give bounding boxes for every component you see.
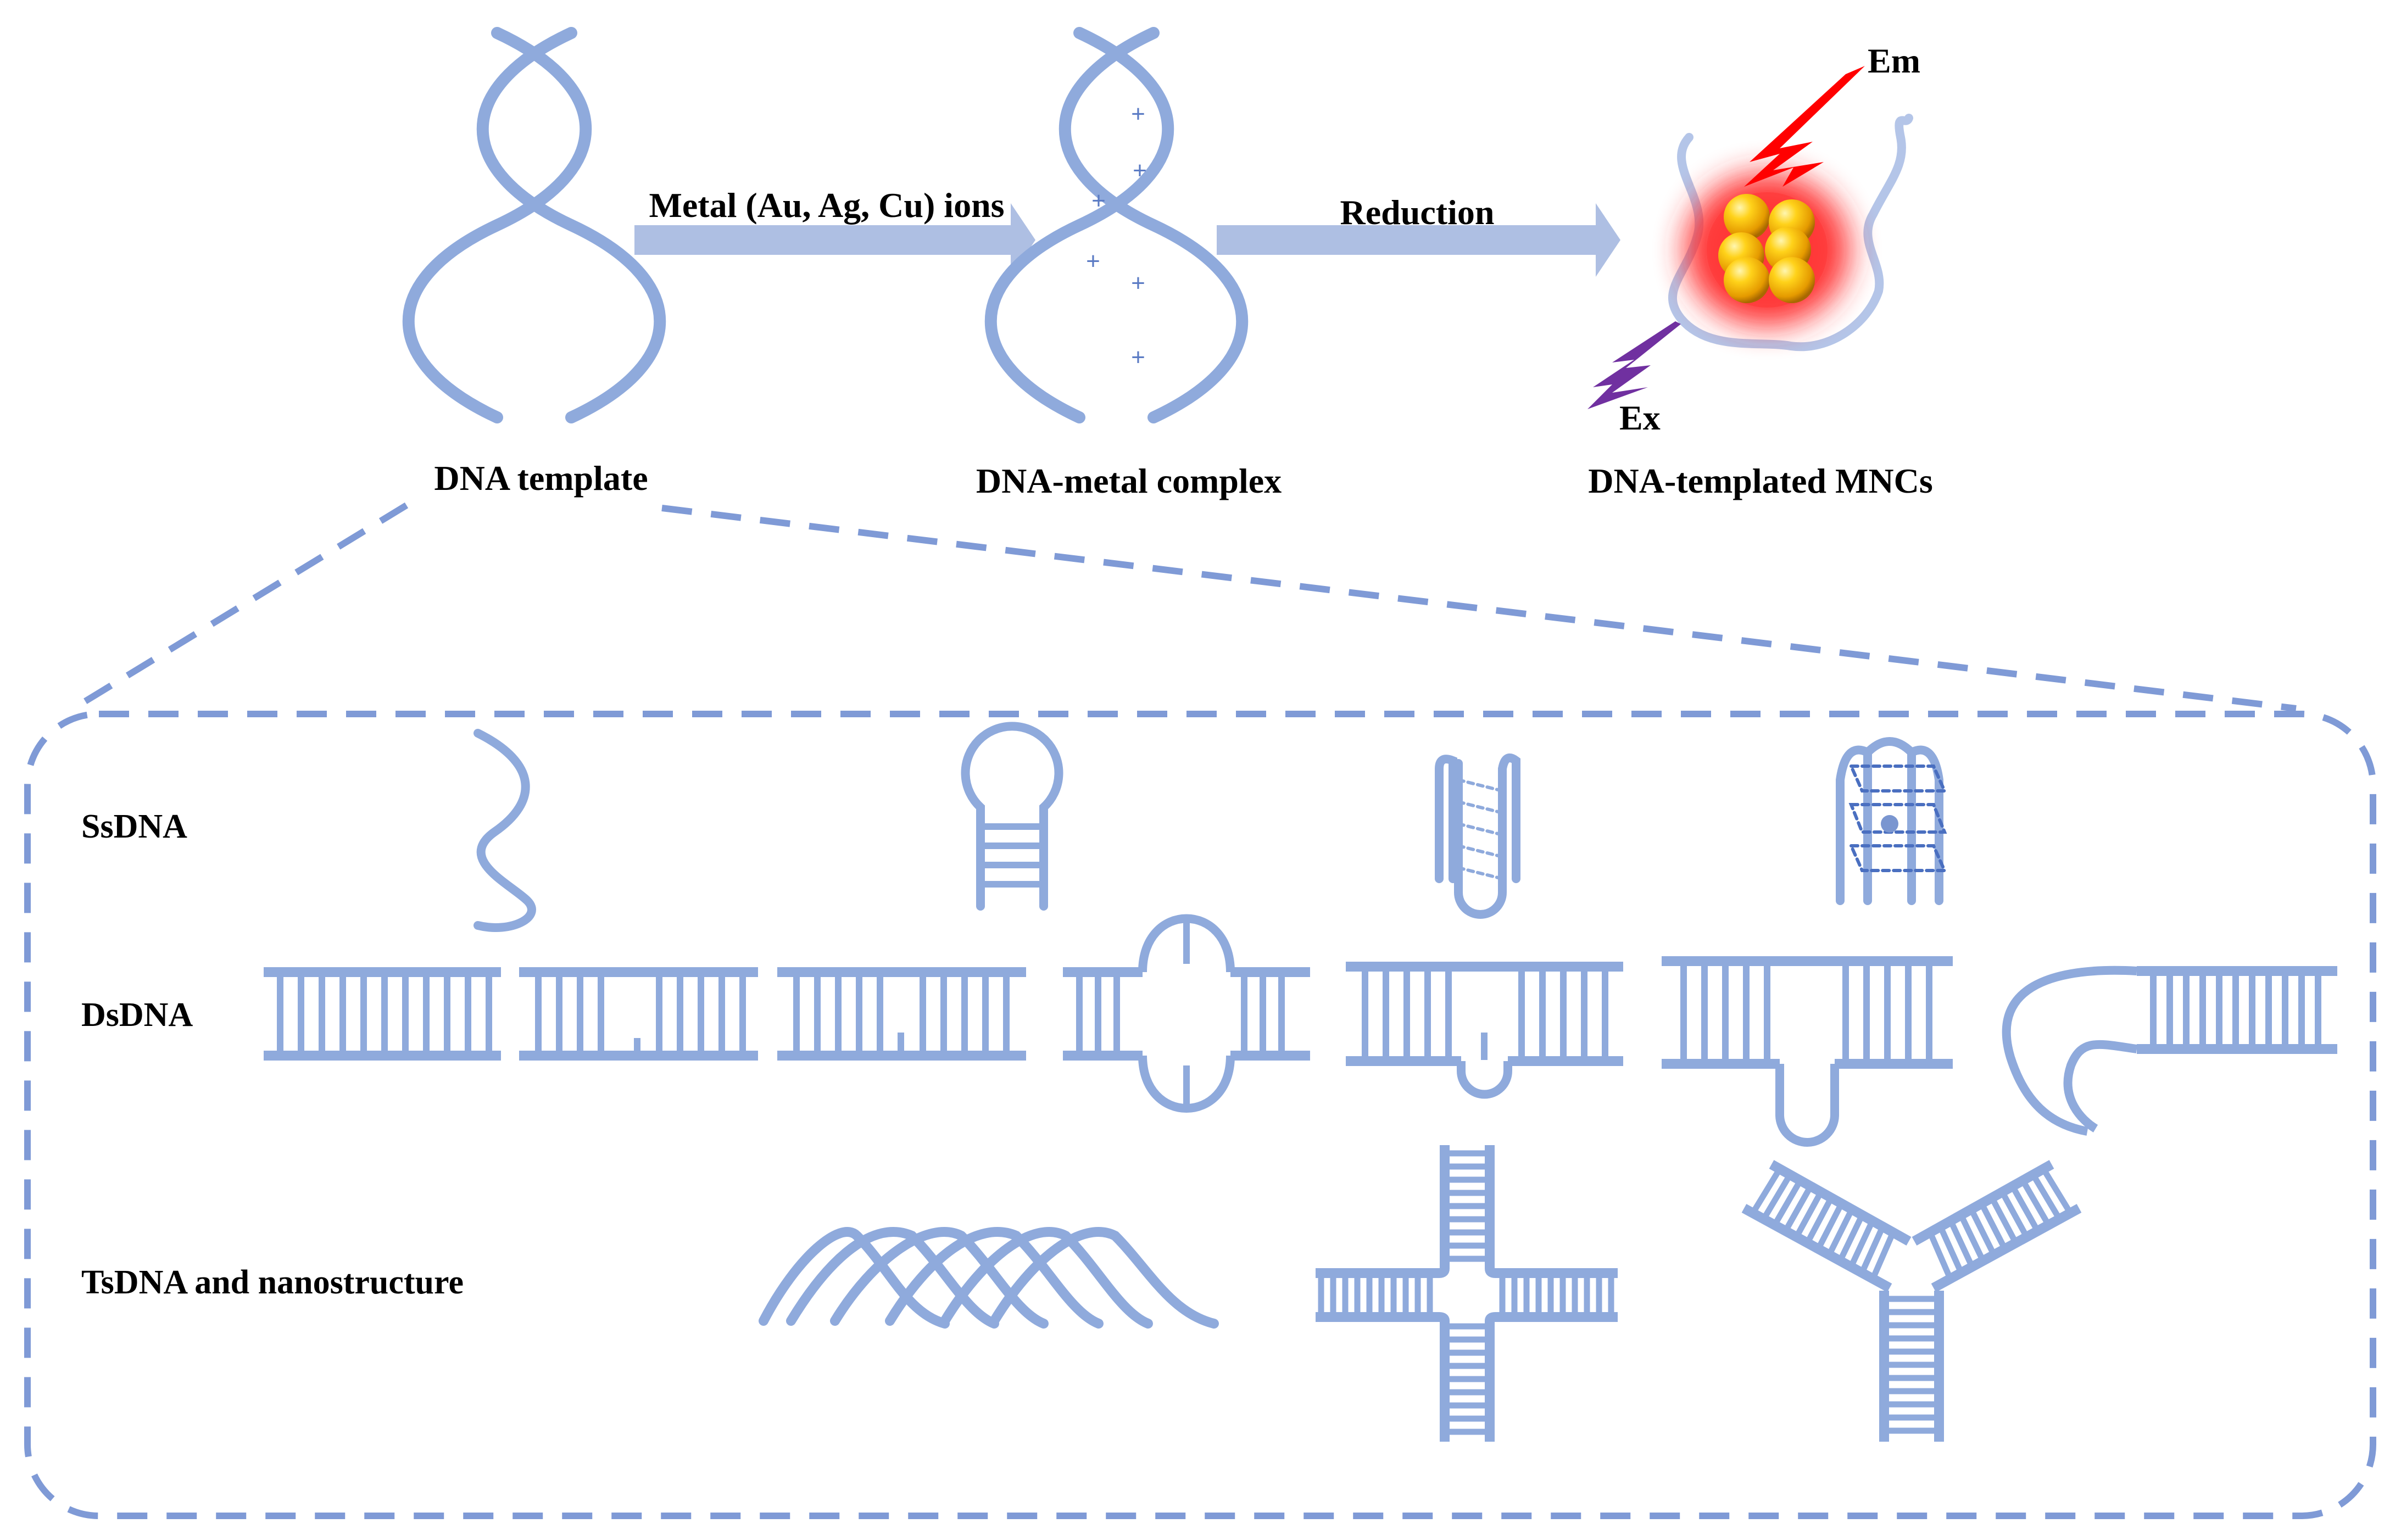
base-pair-rung	[1837, 1214, 1865, 1263]
excitation-lightning-bolt-icon	[1587, 321, 1681, 409]
plus-marker: +	[1091, 187, 1106, 214]
three-way-junction	[1741, 1160, 2082, 1442]
base-pair-rung	[1937, 1225, 1964, 1274]
em-label: Em	[1868, 41, 1920, 80]
base-pair-rung	[1793, 1190, 1824, 1238]
gold-nanocluster-icon	[1718, 194, 1815, 303]
ssdna-linear-strand	[473, 729, 536, 932]
dna-metal-complex-helix	[985, 27, 1248, 423]
dsdna-bubble	[1063, 914, 1310, 1113]
base-pair-rung	[1927, 1231, 1953, 1280]
structures-panel	[24, 711, 2376, 1519]
tsdna-structures	[759, 1145, 2082, 1442]
zoom-guide-lines	[80, 502, 2297, 712]
ssdna-hairpin	[961, 722, 1063, 911]
base-pair-rung	[1870, 1231, 1896, 1280]
plus-marker: +	[1131, 270, 1145, 297]
ssdna-g-quadruplex	[1836, 737, 1947, 905]
metal-ions-label: Metal (Au, Ag, Cu) ions	[649, 186, 1004, 225]
plus-marker: +	[1131, 101, 1145, 127]
four-way-junction	[1316, 1145, 1618, 1442]
base-pair-rung	[1859, 1225, 1886, 1274]
dsdna-large-loop	[1662, 956, 1953, 1147]
ex-label: Ex	[1619, 398, 1661, 437]
base-pair-rung	[1771, 1179, 1803, 1227]
base-pair-rung	[1999, 1190, 2030, 1238]
base-pair-rung	[2020, 1179, 2052, 1227]
dsdna-curved-overhang	[2002, 966, 2337, 1136]
dna-template-label: DNA template	[434, 459, 648, 498]
base-pair-rung	[2030, 1173, 2062, 1221]
dsdna-gap-duplex	[519, 967, 758, 1061]
dsdna-perfect-duplex	[264, 967, 501, 1061]
base-pair-rung	[1989, 1196, 2019, 1245]
base-pair-rung	[1948, 1219, 1975, 1268]
plus-marker: +	[1086, 248, 1100, 275]
ssdna-row-label: SsDNA	[81, 808, 187, 845]
dna-metal-complex-label: DNA-metal complex	[976, 461, 1282, 500]
dsdna-mismatch-duplex	[777, 967, 1026, 1061]
reduction-label: Reduction	[1340, 193, 1495, 232]
positive-charge-markers: + + + + + +	[1086, 101, 1147, 371]
triple-helix	[759, 1227, 1219, 1329]
dsdna-small-loop	[1346, 962, 1623, 1099]
base-pair-rung	[1815, 1202, 1845, 1251]
dsdna-structures	[264, 914, 2337, 1147]
emission-lightning-bolt-icon	[1744, 66, 1865, 187]
base-pair-rung	[1804, 1196, 1834, 1245]
ssdna-imotif	[1435, 754, 1520, 919]
base-pair-rung	[1750, 1167, 1782, 1215]
base-pair-rung	[1968, 1208, 1997, 1257]
tsdna-row-label: TsDNA and nanostructure	[81, 1264, 464, 1301]
base-pair-rung	[1761, 1173, 1793, 1221]
dna-templated-mnc	[1668, 114, 1913, 351]
base-pair-rung	[2041, 1167, 2073, 1215]
reduction-arrow	[1217, 203, 1620, 277]
dsdna-row-label: DsDNA	[81, 996, 193, 1034]
dna-templated-mncs-label: DNA-templated MNCs	[1588, 461, 1932, 500]
base-pair-rung	[1979, 1202, 2008, 1251]
base-pair-rung	[1848, 1219, 1875, 1268]
base-pair-rung	[1782, 1185, 1814, 1233]
base-pair-rung	[1958, 1214, 1986, 1263]
dna-template-helix	[403, 27, 666, 423]
base-pair-rung	[1826, 1208, 1855, 1257]
plus-marker: +	[1131, 344, 1145, 371]
base-pair-rung	[2009, 1185, 2041, 1233]
plus-marker: +	[1133, 157, 1147, 184]
